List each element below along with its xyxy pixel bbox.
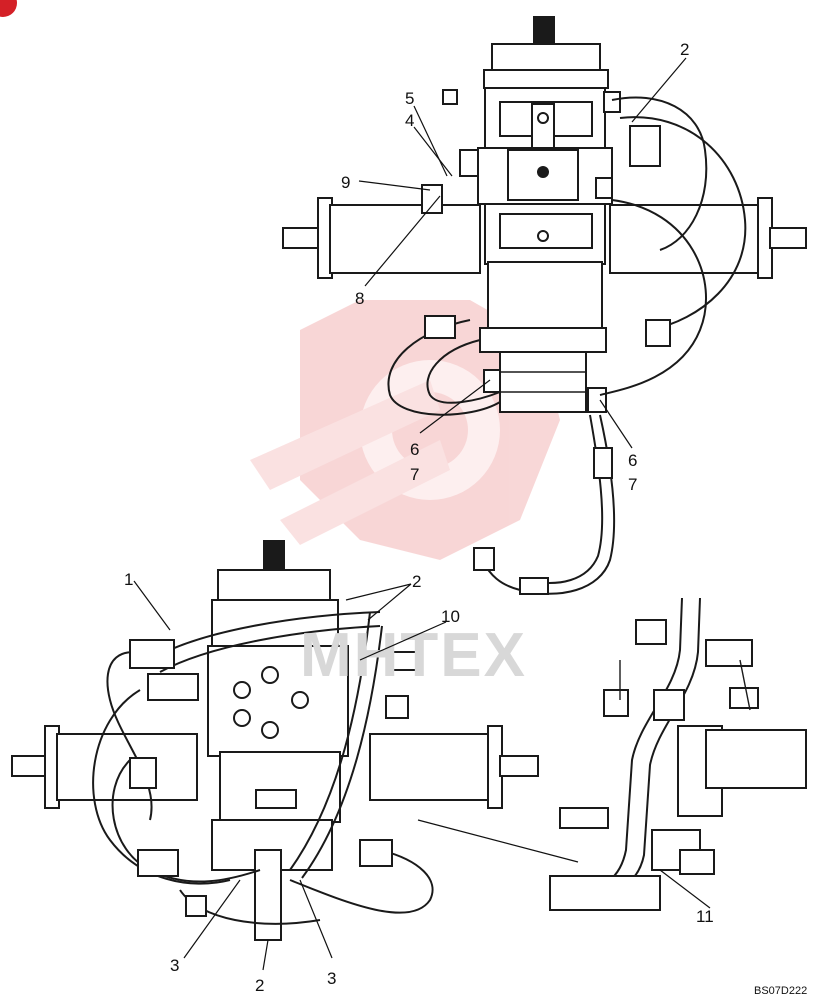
corner-mark	[0, 0, 17, 17]
callout-bottom-1: 1	[124, 570, 133, 589]
callout-bottom-3b: 3	[327, 969, 336, 988]
callout-top-7a: 7	[410, 465, 419, 484]
callout-top-8: 8	[355, 289, 364, 308]
callout-top-5: 5	[405, 89, 414, 108]
callout-top-4: 4	[405, 111, 414, 130]
bottom-left-pump-assembly	[11, 540, 539, 941]
callout-bottom-3a: 3	[170, 956, 179, 975]
callout-bottom-10: 10	[441, 607, 460, 626]
callout-top-6b: 6	[628, 451, 637, 470]
callout-top-9: 9	[341, 173, 350, 192]
bottom-right-detail-view	[549, 597, 807, 911]
callout-leaders	[133, 57, 711, 971]
drawing-code: BS07D222	[754, 985, 807, 997]
callout-top-6a: 6	[410, 440, 419, 459]
top-pump-assembly	[282, 16, 807, 595]
callout-top-2: 2	[680, 40, 689, 59]
callout-bottom-2b: 2	[255, 976, 264, 995]
callout-bottom-2a: 2	[412, 572, 421, 591]
callout-bottom-11: 11	[696, 907, 714, 926]
watermark-text: MHTEX	[300, 621, 527, 690]
watermark-logo	[250, 300, 560, 560]
callout-top-7b: 7	[628, 475, 637, 494]
